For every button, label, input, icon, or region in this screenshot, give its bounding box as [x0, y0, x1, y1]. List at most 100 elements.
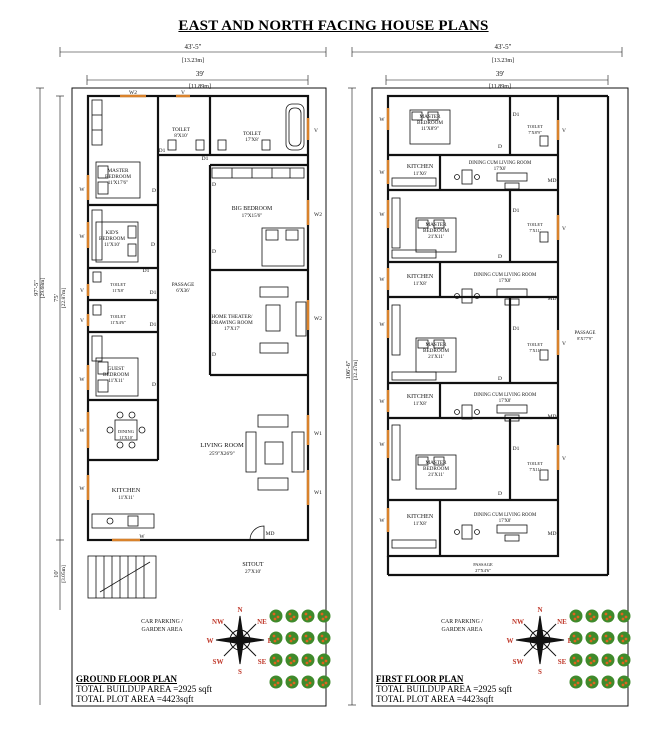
first-kitchen4-name: KITCHEN — [407, 514, 434, 520]
tag-w: W — [379, 212, 385, 218]
flower-icon — [273, 639, 277, 643]
plant-icon — [569, 609, 583, 623]
flower-icon — [308, 615, 312, 619]
tag-d: D — [212, 352, 216, 358]
ground-guest-size: 11'X11' — [108, 378, 124, 384]
plant-icon — [301, 631, 315, 645]
flower-icon — [320, 634, 324, 638]
compass-nw: NW — [512, 618, 524, 626]
tag-w: W — [379, 399, 385, 405]
flower-icon — [288, 656, 292, 660]
tag-w2: W2 — [129, 90, 137, 96]
first-master2-size: 21'X11' — [428, 234, 444, 240]
ground-opening-tags: W2 V V W W2 W V V W2 W W1 W W1 W W D1 D1… — [79, 90, 322, 540]
flower-icon — [305, 617, 309, 621]
flower-icon — [276, 659, 280, 663]
flower-icon — [608, 659, 612, 663]
flower-icon — [604, 656, 608, 660]
compass-sw: SW — [513, 658, 524, 666]
tag-v: V — [80, 288, 84, 294]
flower-icon — [605, 617, 609, 621]
plant-icon — [617, 631, 631, 645]
first-footer-heading: FIRST FLOOR PLAN — [376, 674, 464, 684]
first-master4-l1: MASTER — [425, 460, 447, 466]
first-dining3-name: DINING CUM LIVING ROOM — [474, 393, 537, 398]
flower-icon — [592, 637, 596, 641]
first-master4-l2: BEDROOM — [423, 466, 449, 472]
compass-w: W — [507, 637, 514, 645]
flower-icon — [320, 678, 324, 682]
ground-dim-inner: 39' — [196, 70, 204, 78]
ground-big-name: BIG BEDROOM — [232, 206, 272, 212]
flower-icon — [272, 678, 276, 682]
ground-footer-heading: GROUND FLOOR PLAN — [76, 674, 177, 684]
first-kitchen2-size: 11'X8' — [413, 281, 426, 287]
tag-w: W — [379, 277, 385, 283]
ground-passage-size: 6'X36' — [176, 288, 189, 294]
first-passage-side-size: 8'X77'9" — [577, 336, 593, 341]
tag-w: W — [79, 377, 85, 383]
plant-icon — [601, 653, 615, 667]
ground-parking-l1: CAR PARKING / — [141, 619, 183, 625]
first-toilet3-name: TOILET — [527, 342, 543, 347]
ground-kitchen-name: KITCHEN — [112, 487, 141, 494]
first-toilet1-size: 7'X8'9" — [528, 130, 542, 135]
tag-d1: D1 — [513, 112, 520, 118]
first-left-dimensions — [348, 87, 356, 706]
tag-d: D — [498, 491, 502, 497]
tag-w: W — [379, 442, 385, 448]
compass-n: N — [537, 606, 542, 614]
first-walls — [386, 94, 610, 577]
tag-d: D — [212, 249, 216, 255]
flower-icon — [305, 661, 309, 665]
tag-d: D — [498, 254, 502, 260]
flower-icon — [289, 661, 293, 665]
flower-icon — [288, 612, 292, 616]
first-dining1-name: DINING CUM LIVING ROOM — [469, 161, 532, 166]
ground-toilet3-size: 11'X8' — [112, 288, 124, 293]
ground-dim-overall-m: [13.23m] — [182, 58, 204, 64]
compass-s: S — [238, 668, 242, 676]
first-master1-l1: MASTER — [419, 114, 441, 120]
ground-dim-left-total-m: [29.68m] — [40, 278, 46, 298]
flower-icon — [589, 661, 593, 665]
plant-icon — [301, 653, 315, 667]
plant-icon — [617, 609, 631, 623]
ground-dim-left-total: 97'-5" — [33, 280, 40, 296]
plant-icon — [569, 631, 583, 645]
tag-w: W — [139, 534, 145, 540]
ground-toilet2-name: TOILET — [243, 131, 262, 137]
flower-icon — [272, 656, 276, 660]
ground-toilet4-size: 11'X4'6" — [110, 320, 126, 325]
tag-v: V — [562, 341, 566, 347]
compass-se: SE — [258, 658, 267, 666]
first-floor-footer: FIRST FLOOR PLAN TOTAL BUILDUP AREA =292… — [376, 674, 512, 704]
ground-plot-boundary — [71, 87, 327, 707]
compass-w: W — [207, 637, 214, 645]
tag-w: W — [379, 518, 385, 524]
flower-icon — [573, 661, 577, 665]
plant-icon — [285, 675, 299, 689]
tag-v: V — [562, 226, 566, 232]
tag-w: W — [379, 170, 385, 176]
first-parking-l2: GARDEN AREA — [441, 627, 483, 633]
compass-ne: NE — [257, 618, 267, 626]
plant-icon — [269, 609, 283, 623]
plant-icon — [585, 609, 599, 623]
compass-sw: SW — [213, 658, 224, 666]
flower-icon — [292, 637, 296, 641]
first-garden-plants — [569, 609, 631, 689]
first-passage-side-name: PASSAGE — [575, 331, 596, 336]
flower-icon — [608, 637, 612, 641]
first-passage-bottom-name: PASSAGE — [473, 562, 493, 567]
flower-icon — [588, 656, 592, 660]
ground-home-l2: DRAWING ROOM — [211, 320, 253, 326]
ground-left-dimensions — [36, 87, 64, 705]
tag-v: V — [80, 318, 84, 324]
tag-md: MD — [266, 531, 275, 537]
ground-passage-name: PASSAGE — [172, 282, 195, 288]
compass-e: E — [268, 637, 273, 645]
flower-icon — [624, 659, 628, 663]
flower-icon — [276, 681, 280, 685]
flower-icon — [589, 617, 593, 621]
